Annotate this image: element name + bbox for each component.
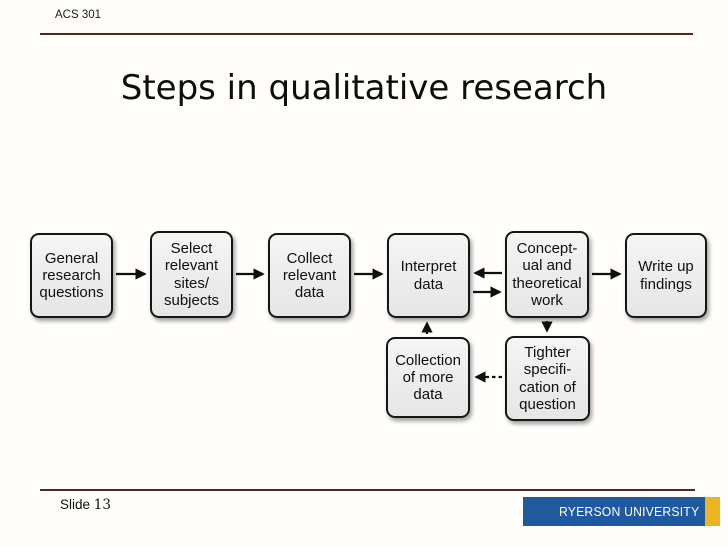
flow-box-label: Interpret data xyxy=(400,258,457,293)
flow-box-label: Tighter specifi- cation of question xyxy=(519,344,576,413)
flow-box-label: Collection of more data xyxy=(395,351,461,404)
footer-divider-line xyxy=(40,489,695,491)
logo-gold-bar xyxy=(705,497,720,526)
flow-box-label: Concept- ual and theoretical work xyxy=(512,240,582,309)
flow-box-label: Select relevant sites/ subjects xyxy=(163,240,220,309)
slide-title: Steps in qualitative research xyxy=(120,68,608,108)
flow-box-collect-relevant-data: Collect relevant data xyxy=(268,233,351,318)
flow-box-conceptual-theoretical-work: Concept- ual and theoretical work xyxy=(505,231,589,318)
header-divider-line xyxy=(40,33,693,35)
flow-box-label: Collect relevant data xyxy=(282,249,337,302)
ryerson-university-logo-text: RYERSON UNIVERSITY xyxy=(558,503,699,519)
flow-box-write-up-findings: Write up findings xyxy=(625,233,707,318)
flow-box-tighter-specification: Tighter specifi- cation of question xyxy=(505,336,590,421)
flow-box-label: General research questions xyxy=(39,249,104,302)
slide-number: Slide 13 xyxy=(60,497,111,513)
slide-number-value: 13 xyxy=(93,497,111,513)
slide-number-label: Slide xyxy=(60,497,91,512)
ryerson-university-logo: RYERSON UNIVERSITY xyxy=(523,497,720,526)
flow-box-select-relevant-sites: Select relevant sites/ subjects xyxy=(150,231,233,318)
flow-box-label: Write up findings xyxy=(638,258,694,293)
flow-box-interpret-data: Interpret data xyxy=(387,233,470,318)
course-code: ACS 301 xyxy=(55,9,102,21)
flow-box-collection-of-more-data: Collection of more data xyxy=(386,337,470,418)
flow-box-general-research-questions: General research questions xyxy=(30,233,113,318)
